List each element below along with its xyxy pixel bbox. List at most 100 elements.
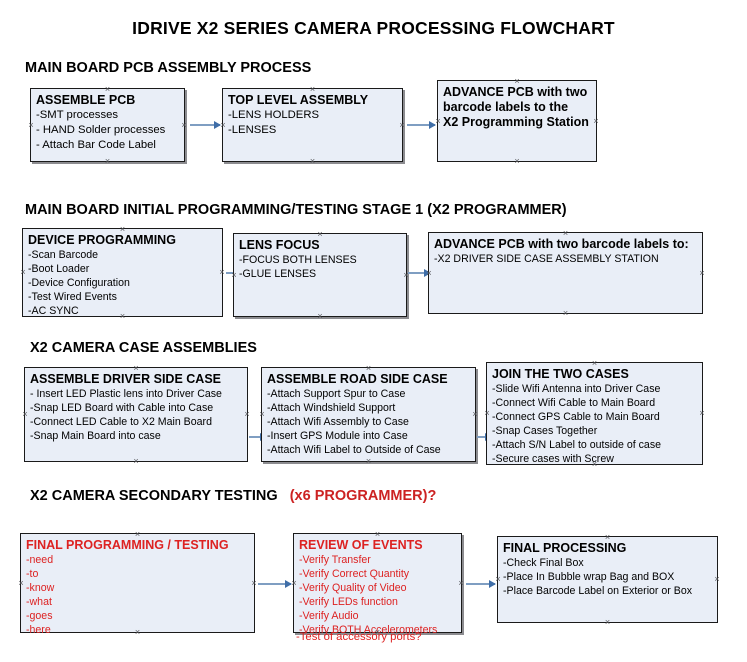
- handle-top[interactable]: [133, 530, 142, 539]
- connector-assemble-pcb-to-top-level: [190, 121, 221, 129]
- node-line: -know: [26, 581, 55, 594]
- handle-left[interactable]: [19, 268, 28, 277]
- node-line: -Connect GPS Cable to Main Board: [492, 410, 660, 423]
- handle-bottom[interactable]: [603, 618, 612, 627]
- node-device-programming[interactable]: DEVICE PROGRAMMING -Scan Barcode -Boot L…: [22, 228, 223, 317]
- node-title: LENS FOCUS: [239, 238, 320, 252]
- handle-right[interactable]: [698, 409, 707, 418]
- node-title: JOIN THE TWO CASES: [492, 367, 629, 381]
- handle-top[interactable]: [603, 533, 612, 542]
- node-title: ASSEMBLE PCB: [36, 93, 136, 107]
- handle-left[interactable]: [483, 409, 492, 418]
- node-join-the-two-cases[interactable]: JOIN THE TWO CASES -Slide Wifi Antenna i…: [486, 362, 703, 465]
- node-line: -need: [26, 553, 54, 566]
- handle-top[interactable]: [364, 364, 373, 373]
- handle-right[interactable]: [713, 575, 722, 584]
- node-title: DEVICE PROGRAMMING: [28, 233, 176, 247]
- node-title: ADVANCE PCB with two: [443, 85, 588, 99]
- node-overflow-line-review-of-events: -Test of accessory ports?: [296, 631, 422, 643]
- node-line: -Boot Loader: [28, 262, 90, 275]
- node-line: -Attach Wifi Label to Outside of Case: [267, 444, 441, 457]
- node-line: -Verify BOTH Accelerometers: [299, 624, 438, 637]
- node-title: ASSEMBLE ROAD SIDE CASE: [267, 372, 448, 386]
- handle-left[interactable]: [434, 117, 443, 126]
- handle-left[interactable]: [219, 121, 228, 130]
- node-line: -GLUE LENSES: [239, 267, 317, 280]
- handle-bottom[interactable]: [364, 457, 373, 466]
- node-title: ADVANCE PCB with two barcode labels to:: [434, 237, 689, 251]
- section-heading-x2-camera-secondary-testing: X2 CAMERA SECONDARY TESTING (x6 PROGRAMM…: [30, 488, 436, 504]
- node-line: -what: [26, 595, 52, 608]
- handle-left[interactable]: [230, 271, 239, 280]
- node-line: - HAND Solder processes: [36, 123, 166, 136]
- handle-right[interactable]: [457, 579, 466, 588]
- handle-bottom[interactable]: [118, 312, 127, 321]
- node-line: - Attach Bar Code Label: [36, 138, 156, 151]
- node-title: REVIEW OF EVENTS: [299, 538, 423, 552]
- handle-right[interactable]: [180, 121, 189, 130]
- handle-bottom[interactable]: [590, 460, 599, 469]
- node-line: -Insert GPS Module into Case: [267, 429, 408, 442]
- node-assemble-road-side-case[interactable]: ASSEMBLE ROAD SIDE CASE -Attach Support …: [261, 367, 476, 462]
- node-title: ASSEMBLE DRIVER SIDE CASE: [30, 372, 222, 386]
- handle-bottom[interactable]: [561, 309, 570, 318]
- handle-top[interactable]: [561, 229, 570, 238]
- handle-bottom[interactable]: [103, 157, 112, 166]
- handle-top[interactable]: [118, 225, 127, 234]
- section-heading-main-board-pcb-assembly: MAIN BOARD PCB ASSEMBLY PROCESS: [25, 60, 311, 76]
- handle-left[interactable]: [290, 579, 299, 588]
- connector-top-level-to-advance-pcb: [407, 121, 436, 129]
- node-lens-focus[interactable]: LENS FOCUS -FOCUS BOTH LENSES -GLUE LENS…: [233, 233, 407, 317]
- node-line: -Test Wired Events: [28, 290, 117, 303]
- node-advance-pcb-driver-side[interactable]: ADVANCE PCB with two barcode labels to: …: [428, 232, 703, 314]
- section-heading-text: MAIN BOARD INITIAL PROGRAMMING/TESTING S…: [25, 202, 567, 218]
- node-advance-pcb-programming-station[interactable]: ADVANCE PCB with two barcode labels to t…: [437, 80, 597, 162]
- handle-left[interactable]: [494, 575, 503, 584]
- handle-left[interactable]: [17, 579, 26, 588]
- node-line: -Connect LED Cable to X2 Main Board: [30, 415, 212, 428]
- node-line: -Device Configuration: [28, 276, 130, 289]
- node-assemble-driver-side-case[interactable]: ASSEMBLE DRIVER SIDE CASE - Insert LED P…: [24, 367, 248, 462]
- section-heading-main-board-initial-programming: MAIN BOARD INITIAL PROGRAMMING/TESTING S…: [25, 202, 567, 218]
- handle-top[interactable]: [373, 530, 382, 539]
- handle-left[interactable]: [27, 121, 36, 130]
- handle-bottom[interactable]: [316, 312, 325, 321]
- node-final-processing[interactable]: FINAL PROCESSING -Check Final Box -Place…: [497, 536, 718, 623]
- node-line: -X2 DRIVER SIDE CASE ASSEMBLY STATION: [434, 252, 659, 265]
- node-top-level-assembly[interactable]: TOP LEVEL ASSEMBLY -LENS HOLDERS -LENSES: [222, 88, 403, 162]
- node-line: -Verify Quality of Video: [299, 581, 407, 594]
- handle-left[interactable]: [21, 410, 30, 419]
- node-line: -LENSES: [228, 123, 277, 136]
- node-line: -LENS HOLDERS: [228, 108, 320, 121]
- node-line: -Attach Windshield Support: [267, 401, 396, 414]
- handle-top[interactable]: [590, 359, 599, 368]
- node-title-line2: barcode labels to the: [443, 99, 569, 114]
- section-heading-text: MAIN BOARD PCB ASSEMBLY PROCESS: [25, 60, 312, 76]
- handle-top[interactable]: [308, 85, 317, 94]
- handle-top[interactable]: [103, 85, 112, 94]
- handle-right[interactable]: [592, 117, 601, 126]
- handle-right[interactable]: [243, 410, 252, 419]
- section-heading-accent: (x6 PROGRAMMER)?: [289, 488, 437, 504]
- handle-top[interactable]: [513, 77, 522, 86]
- handle-bottom[interactable]: [308, 157, 317, 166]
- node-review-of-events[interactable]: REVIEW OF EVENTS -Verify Transfer -Verif…: [290, 530, 462, 636]
- handle-left[interactable]: [425, 269, 434, 278]
- handle-top[interactable]: [132, 364, 141, 373]
- section-heading-text: X2 CAMERA CASE ASSEMBLIES: [30, 340, 257, 356]
- node-final-programming-testing[interactable]: FINAL PROGRAMMING / TESTING -need -to -k…: [17, 530, 255, 636]
- handle-right[interactable]: [471, 410, 480, 419]
- node-assemble-pcb[interactable]: ASSEMBLE PCB -SMT processes - HAND Solde…: [30, 88, 185, 162]
- handle-left[interactable]: [258, 410, 267, 419]
- handle-right[interactable]: [398, 121, 407, 130]
- node-line: -Verify Correct Quantity: [299, 567, 410, 580]
- node-line: -Snap LED Board with Cable into Case: [30, 401, 214, 414]
- handle-bottom[interactable]: [513, 157, 522, 166]
- handle-top[interactable]: [316, 230, 325, 239]
- handle-bottom[interactable]: [132, 457, 141, 466]
- node-line: -Place Barcode Label on Exterior or Box: [503, 584, 693, 597]
- handle-bottom[interactable]: [133, 628, 142, 637]
- node-line: -Verify LEDs function: [299, 595, 398, 608]
- handle-right[interactable]: [698, 269, 707, 278]
